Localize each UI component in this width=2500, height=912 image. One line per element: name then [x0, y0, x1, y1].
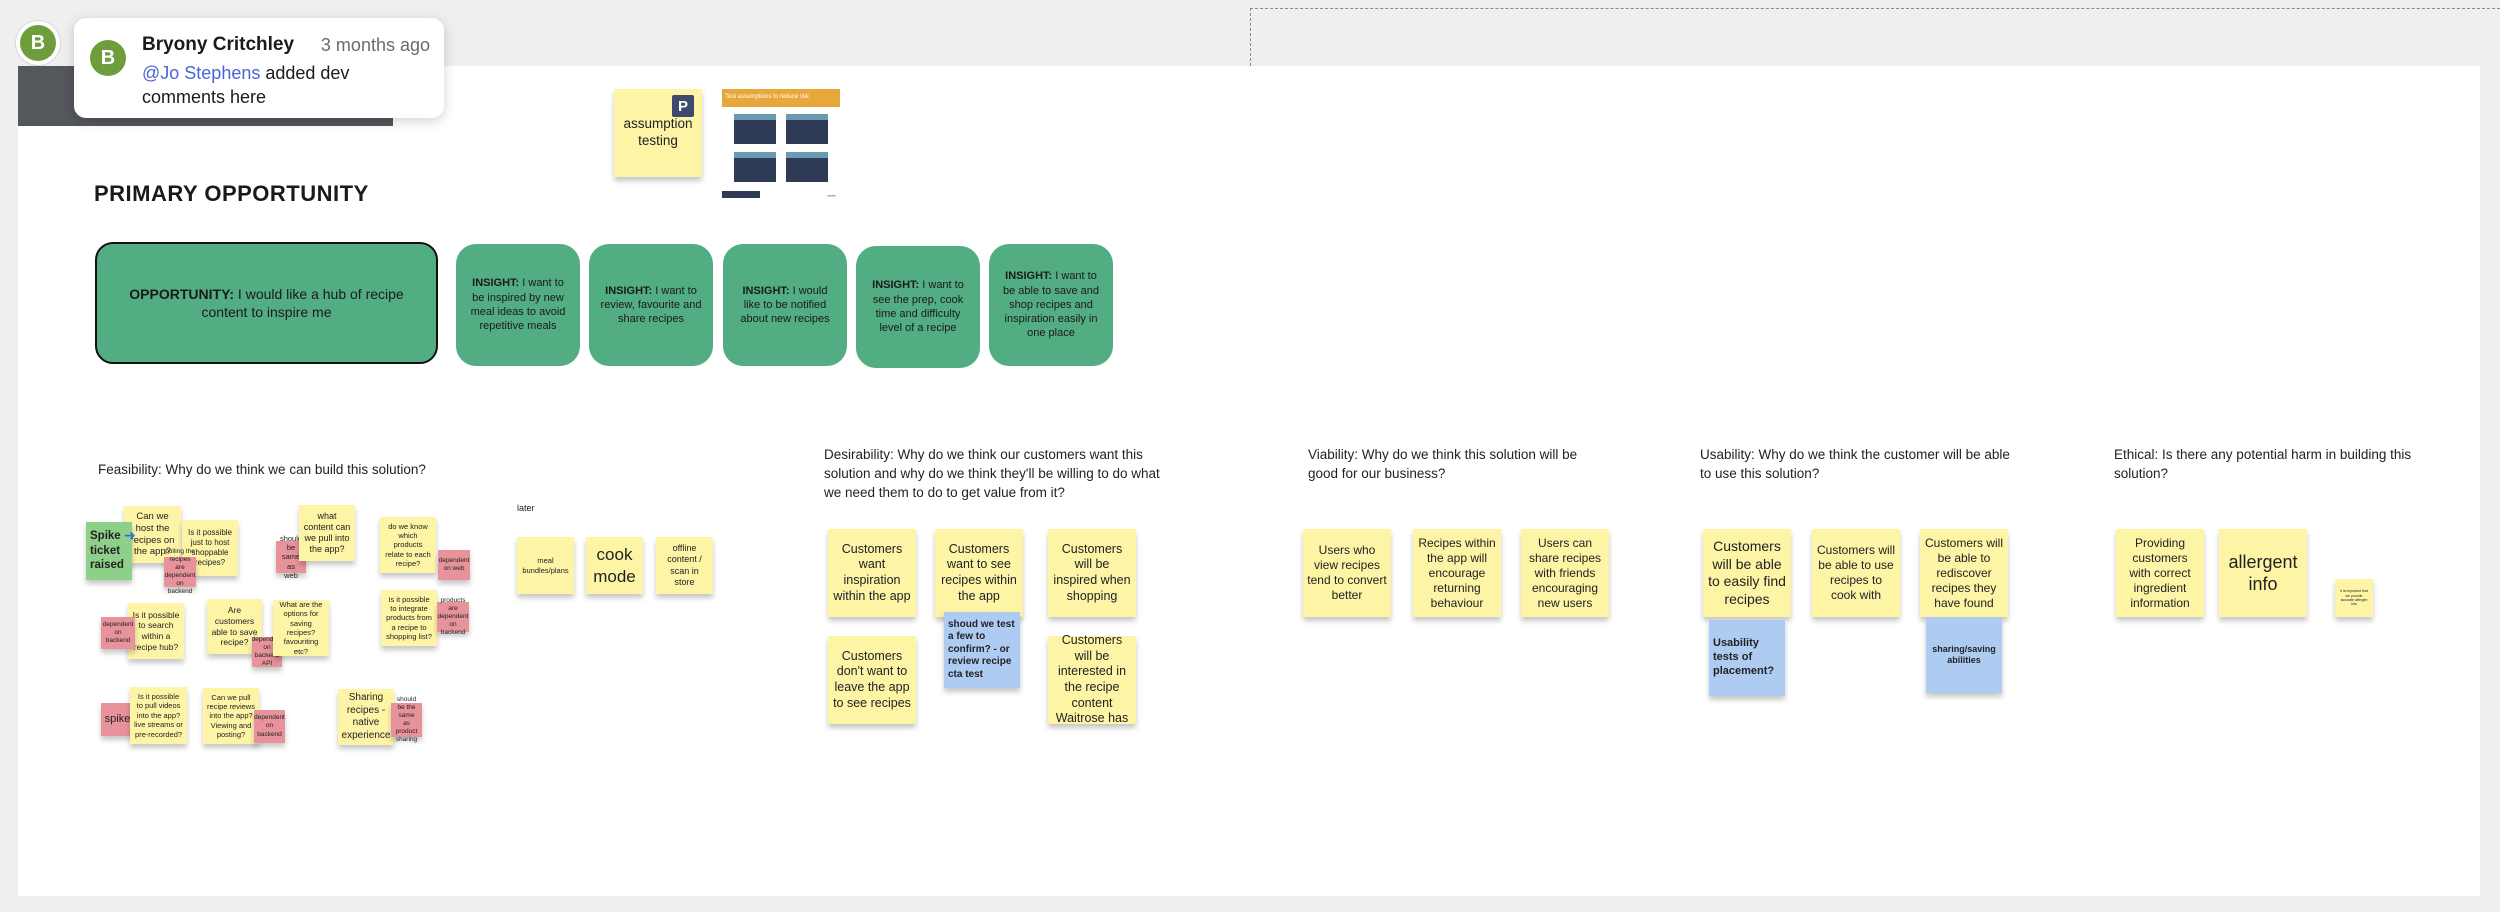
chart-box-4 [786, 152, 828, 182]
ethical-title: Ethical: Is there any potential harm in … [2114, 447, 2412, 481]
chart-footer-bar [722, 191, 760, 198]
later-label: later [517, 503, 535, 513]
insight-text: I would like to be notified about new re… [740, 284, 830, 326]
sticky-usability[interactable]: Customers will be able to use recipes to… [1812, 529, 1900, 617]
whiteboard-canvas[interactable] [18, 66, 2480, 896]
sticky-ethical[interactable]: allergent info [2219, 529, 2307, 617]
insight-label: INSIGHT: [605, 284, 653, 297]
sticky-usability[interactable]: Customers will be able to rediscover rec… [1920, 529, 2008, 617]
p-logo-icon: P [672, 95, 694, 117]
sticky-ethical[interactable]: Providing customers with correct ingredi… [2116, 529, 2204, 617]
sticky-desirability[interactable]: Customers want inspiration within the ap… [828, 529, 916, 617]
arrow-right-icon: ➜ [124, 527, 136, 543]
chart-watermark: ▪▪▪▪▪▪ [827, 193, 836, 198]
sticky-feasibility[interactable]: Can we pull recipe reviews into the app?… [203, 688, 259, 744]
desirability-title: Desirability: Why do we think our custom… [824, 447, 1160, 500]
comment-avatar: B [90, 40, 126, 76]
sticky-pink[interactable]: pulling the recipes are dependent on bac… [164, 548, 196, 595]
sticky-blue[interactable]: Usability tests of placement? [1709, 620, 1785, 696]
sticky-feasibility[interactable]: Is it possible to integrate products fro… [381, 590, 437, 646]
sticky-feasibility[interactable]: what content can we pull into the app? [299, 505, 355, 561]
insight-label: INSIGHT: [742, 284, 790, 297]
assumption-chart-image[interactable]: Test assumptions to reduce risk ▪▪▪▪▪▪ [720, 89, 840, 202]
sticky-blue[interactable]: shoud we test a few to confirm? - or rev… [944, 612, 1020, 688]
sticky-pink[interactable]: dependent on backend [101, 617, 135, 649]
sticky-feasibility[interactable]: Is it possible to search within a recipe… [128, 603, 184, 659]
insight-card-5[interactable]: INSIGHT: I want to be able to save and s… [989, 244, 1113, 366]
primary-opportunity-title: PRIMARY OPPORTUNITY [94, 181, 369, 206]
pink-note: pulling the recipes are dependent on bac… [164, 547, 196, 596]
sticky-desirability[interactable]: Customers will be inspired when shopping [1048, 529, 1136, 617]
opportunity-card[interactable]: OPPORTUNITY: I would like a hub of recip… [95, 242, 438, 364]
comment-card[interactable]: B Bryony Critchley 3 months ago @Jo Step… [74, 18, 444, 118]
insight-card-2[interactable]: INSIGHT: I want to review, favourite and… [589, 244, 713, 366]
sticky-later[interactable]: cook mode [586, 537, 643, 594]
comment-pin-avatar[interactable]: B [20, 25, 56, 61]
sticky-feasibility[interactable]: do we know which products relate to each… [380, 517, 436, 573]
sticky-pink[interactable]: dependent on web [438, 550, 470, 580]
sticky-ethical-small[interactable]: it is important that we provide accurate… [2335, 579, 2373, 617]
sticky-desirability[interactable]: Customers will be interested in the reci… [1048, 633, 1136, 725]
sticky-desirability[interactable]: Customers want to see recipes within the… [935, 529, 1023, 617]
comment-time: 3 months ago [320, 35, 430, 55]
sticky-spike-ticket[interactable]: Spike ticket raised [86, 522, 132, 580]
sticky-later[interactable]: offline content / scan in store [656, 537, 713, 594]
sticky-feasibility[interactable]: What are the options for saving recipes?… [273, 600, 329, 656]
chart-header: Test assumptions to reduce risk [722, 89, 840, 107]
chart-box-1 [734, 114, 776, 144]
sticky-feasibility[interactable]: Sharing recipes - native experience [338, 689, 394, 745]
pink-note: dependent on backend [254, 714, 285, 738]
insight-text: I want to be inspired by new meal ideas … [470, 277, 566, 333]
pink-note: should be the same as product sharing [395, 695, 418, 744]
sticky-pink[interactable]: products are dependent on backend [437, 597, 469, 636]
sticky-pink-spike[interactable]: spike [101, 703, 134, 736]
insight-card-3[interactable]: INSIGHT: I would like to be notified abo… [723, 244, 847, 366]
sticky-later[interactable]: meal bundles/plans [517, 537, 574, 594]
sticky-feasibility[interactable]: Can we host the recipes on the app? [124, 506, 181, 563]
opportunity-label: OPPORTUNITY: [129, 285, 235, 302]
insight-text: I want to review, favourite and share re… [600, 284, 702, 326]
insight-label: INSIGHT: [1005, 270, 1053, 283]
usability-title: Usability: Why do we think the customer … [1700, 447, 2010, 481]
insight-card-4[interactable]: INSIGHT: I want to see the prep, cook ti… [856, 246, 980, 368]
pink-note: products are dependent on backend [437, 596, 469, 637]
pink-note: dependent on web [438, 556, 470, 572]
comment-author: Bryony Critchley [142, 34, 295, 55]
sticky-viability[interactable]: Users can share recipes with friends enc… [1521, 529, 1609, 617]
feasibility-title: Feasibility: Why do we think we can buil… [98, 462, 426, 477]
sticky-feasibility[interactable]: Is it possible to pull videos into the a… [130, 687, 187, 744]
sticky-desirability[interactable]: Customers don't want to leave the app to… [828, 636, 916, 724]
opportunity-text: I would like a hub of recipe content to … [201, 285, 404, 320]
insight-text: I want to be able to save and shop recip… [1002, 270, 1100, 340]
chart-box-2 [786, 114, 828, 144]
sticky-viability[interactable]: Users who view recipes tend to convert b… [1303, 529, 1391, 617]
comment-mention[interactable]: @Jo Stephens [142, 63, 261, 83]
sticky-blue[interactable]: sharing/saving abilities [1926, 617, 2002, 693]
sticky-pink[interactable]: should be the same as product sharing [391, 696, 422, 743]
viability-title: Viability: Why do we think this solution… [1308, 447, 1578, 481]
sticky-viability[interactable]: Recipes within the app will encourage re… [1413, 529, 1501, 617]
comment-body: @Jo Stephens added dev comments here [142, 61, 422, 109]
sticky-pink[interactable]: dependent on backend [254, 710, 285, 743]
insight-label: INSIGHT: [472, 277, 520, 290]
chart-box-3 [734, 152, 776, 182]
insight-card-1[interactable]: INSIGHT: I want to be inspired by new me… [456, 244, 580, 366]
insight-text: I want to see the prep, cook time and di… [872, 279, 964, 335]
frame-outline [1250, 8, 2500, 66]
sticky-usability[interactable]: Customers will be able to easily find re… [1703, 529, 1791, 617]
pink-note: dependent on backend [102, 620, 134, 645]
comment-text: added dev comments here [142, 63, 350, 107]
insight-label: INSIGHT: [872, 279, 920, 292]
pink-note: dependent on backend API [251, 635, 283, 668]
